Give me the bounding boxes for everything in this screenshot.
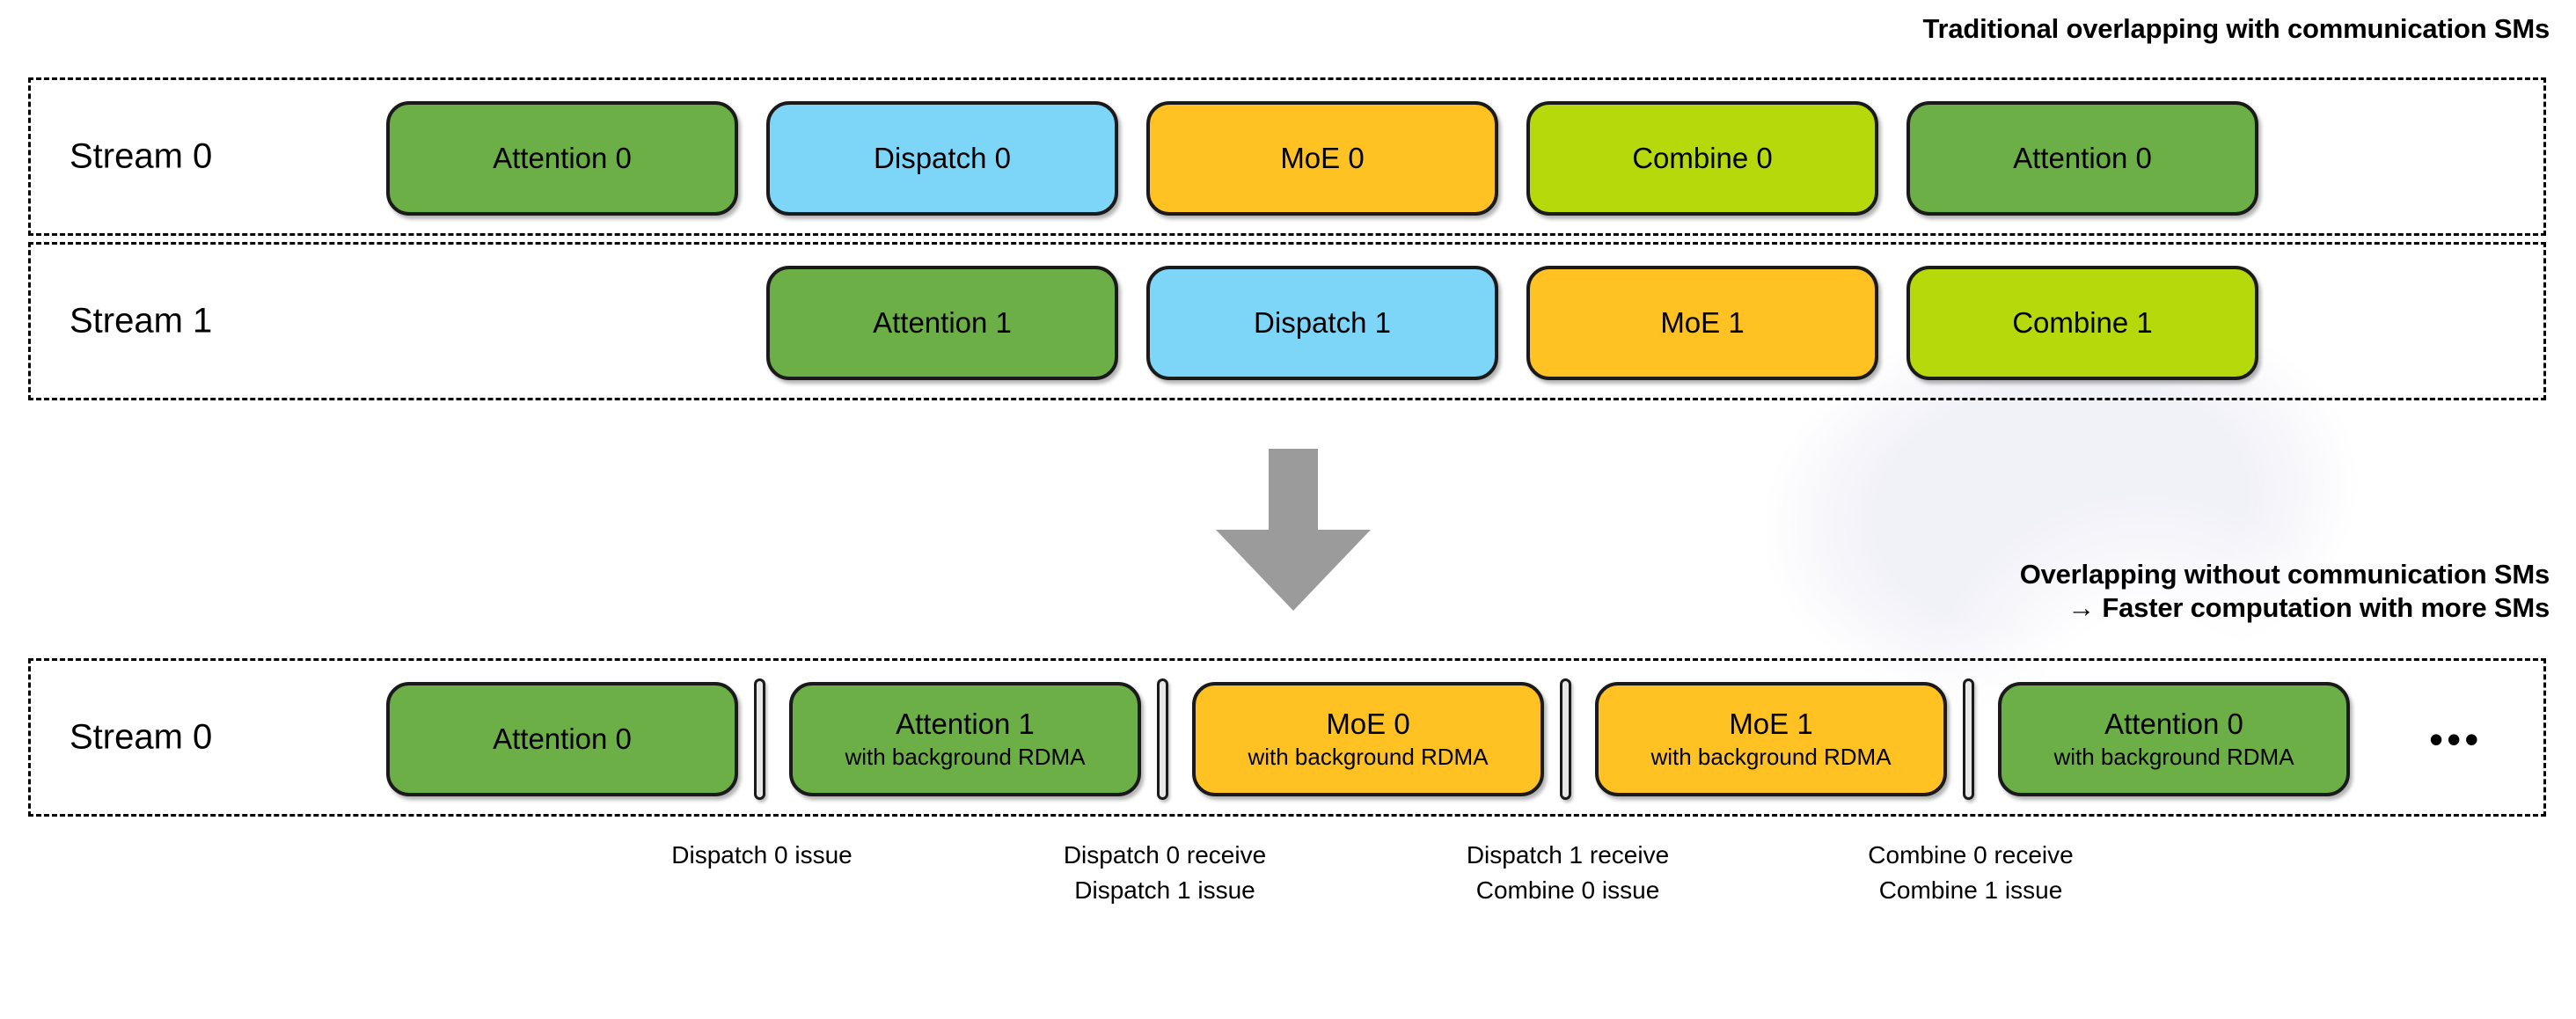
task-box[interactable]: Attention 0 (1906, 101, 2258, 216)
task-title: Attention 1 (873, 306, 1012, 339)
task-box[interactable]: MoE 1 (1526, 266, 1878, 380)
task-title: Combine 0 (1632, 142, 1773, 174)
top-section-caption: Traditional overlapping with communicati… (1922, 13, 2550, 44)
task-box[interactable]: Attention 0 with background RDMA (1998, 682, 2350, 796)
task-title: Attention 0 (493, 722, 632, 755)
stream-row-top-1: Stream 1 Attention 1 Dispatch 1 MoE 1 Co… (28, 242, 2546, 400)
stream-separator (754, 678, 765, 800)
task-title: Attention 1 (896, 707, 1035, 740)
task-title: Dispatch 1 (1254, 306, 1391, 339)
bottom-section-caption: Overlapping without communication SMs → … (2019, 559, 2550, 623)
task-subtitle: with background RDMA (2053, 744, 2294, 770)
diagram-canvas: Traditional overlapping with communicati… (28, 13, 2550, 904)
stream-row-bottom-0: Stream 0 Attention 0 Attention 1 with ba… (28, 658, 2546, 817)
task-title: Attention 0 (493, 142, 632, 174)
task-title: MoE 1 (1660, 306, 1745, 339)
task-title: MoE 1 (1729, 707, 1813, 740)
task-subtitle: with background RDMA (1650, 744, 1892, 770)
stream-label: Stream 0 (70, 717, 213, 757)
task-box[interactable]: Combine 1 (1906, 266, 2258, 380)
task-subtitle: with background RDMA (1248, 744, 1489, 770)
stream-separator (1560, 678, 1571, 800)
task-box[interactable]: Attention 0 (386, 682, 738, 796)
task-box[interactable]: Attention 0 (386, 101, 738, 216)
task-title: Attention 0 (2013, 142, 2152, 174)
task-box[interactable]: MoE 0 with background RDMA (1192, 682, 1544, 796)
task-title: Attention 0 (2104, 707, 2243, 740)
task-box[interactable]: Attention 1 (766, 266, 1118, 380)
task-box[interactable]: MoE 0 (1146, 101, 1498, 216)
stream-label: Stream 0 (70, 136, 213, 176)
stream-label: Stream 1 (70, 301, 213, 341)
continuation-ellipsis: ••• (2429, 716, 2483, 762)
stream-row-top-0: Stream 0 Attention 0 Dispatch 0 MoE 0 Co… (28, 77, 2546, 236)
task-title: MoE 0 (1280, 142, 1365, 174)
task-box[interactable]: Dispatch 0 (766, 101, 1118, 216)
down-arrow-icon (1214, 449, 1372, 612)
task-title: Dispatch 0 (874, 142, 1011, 174)
stream-separator (1157, 678, 1168, 800)
task-title: MoE 0 (1326, 707, 1410, 740)
task-box[interactable]: MoE 1 with background RDMA (1595, 682, 1947, 796)
stream-separator (1963, 678, 1974, 800)
task-title: Combine 1 (2012, 306, 2153, 339)
timeline-annotation: Combine 0 receive Combine 1 issue (1868, 841, 2074, 904)
timeline-annotation: Dispatch 1 receive Combine 0 issue (1466, 841, 1670, 904)
timeline-annotation: Dispatch 0 receive Dispatch 1 issue (1063, 841, 1267, 904)
task-box[interactable]: Combine 0 (1526, 101, 1878, 216)
task-box[interactable]: Attention 1 with background RDMA (789, 682, 1141, 796)
timeline-annotation: Dispatch 0 issue (671, 841, 853, 869)
task-box[interactable]: Dispatch 1 (1146, 266, 1498, 380)
task-subtitle: with background RDMA (845, 744, 1086, 770)
